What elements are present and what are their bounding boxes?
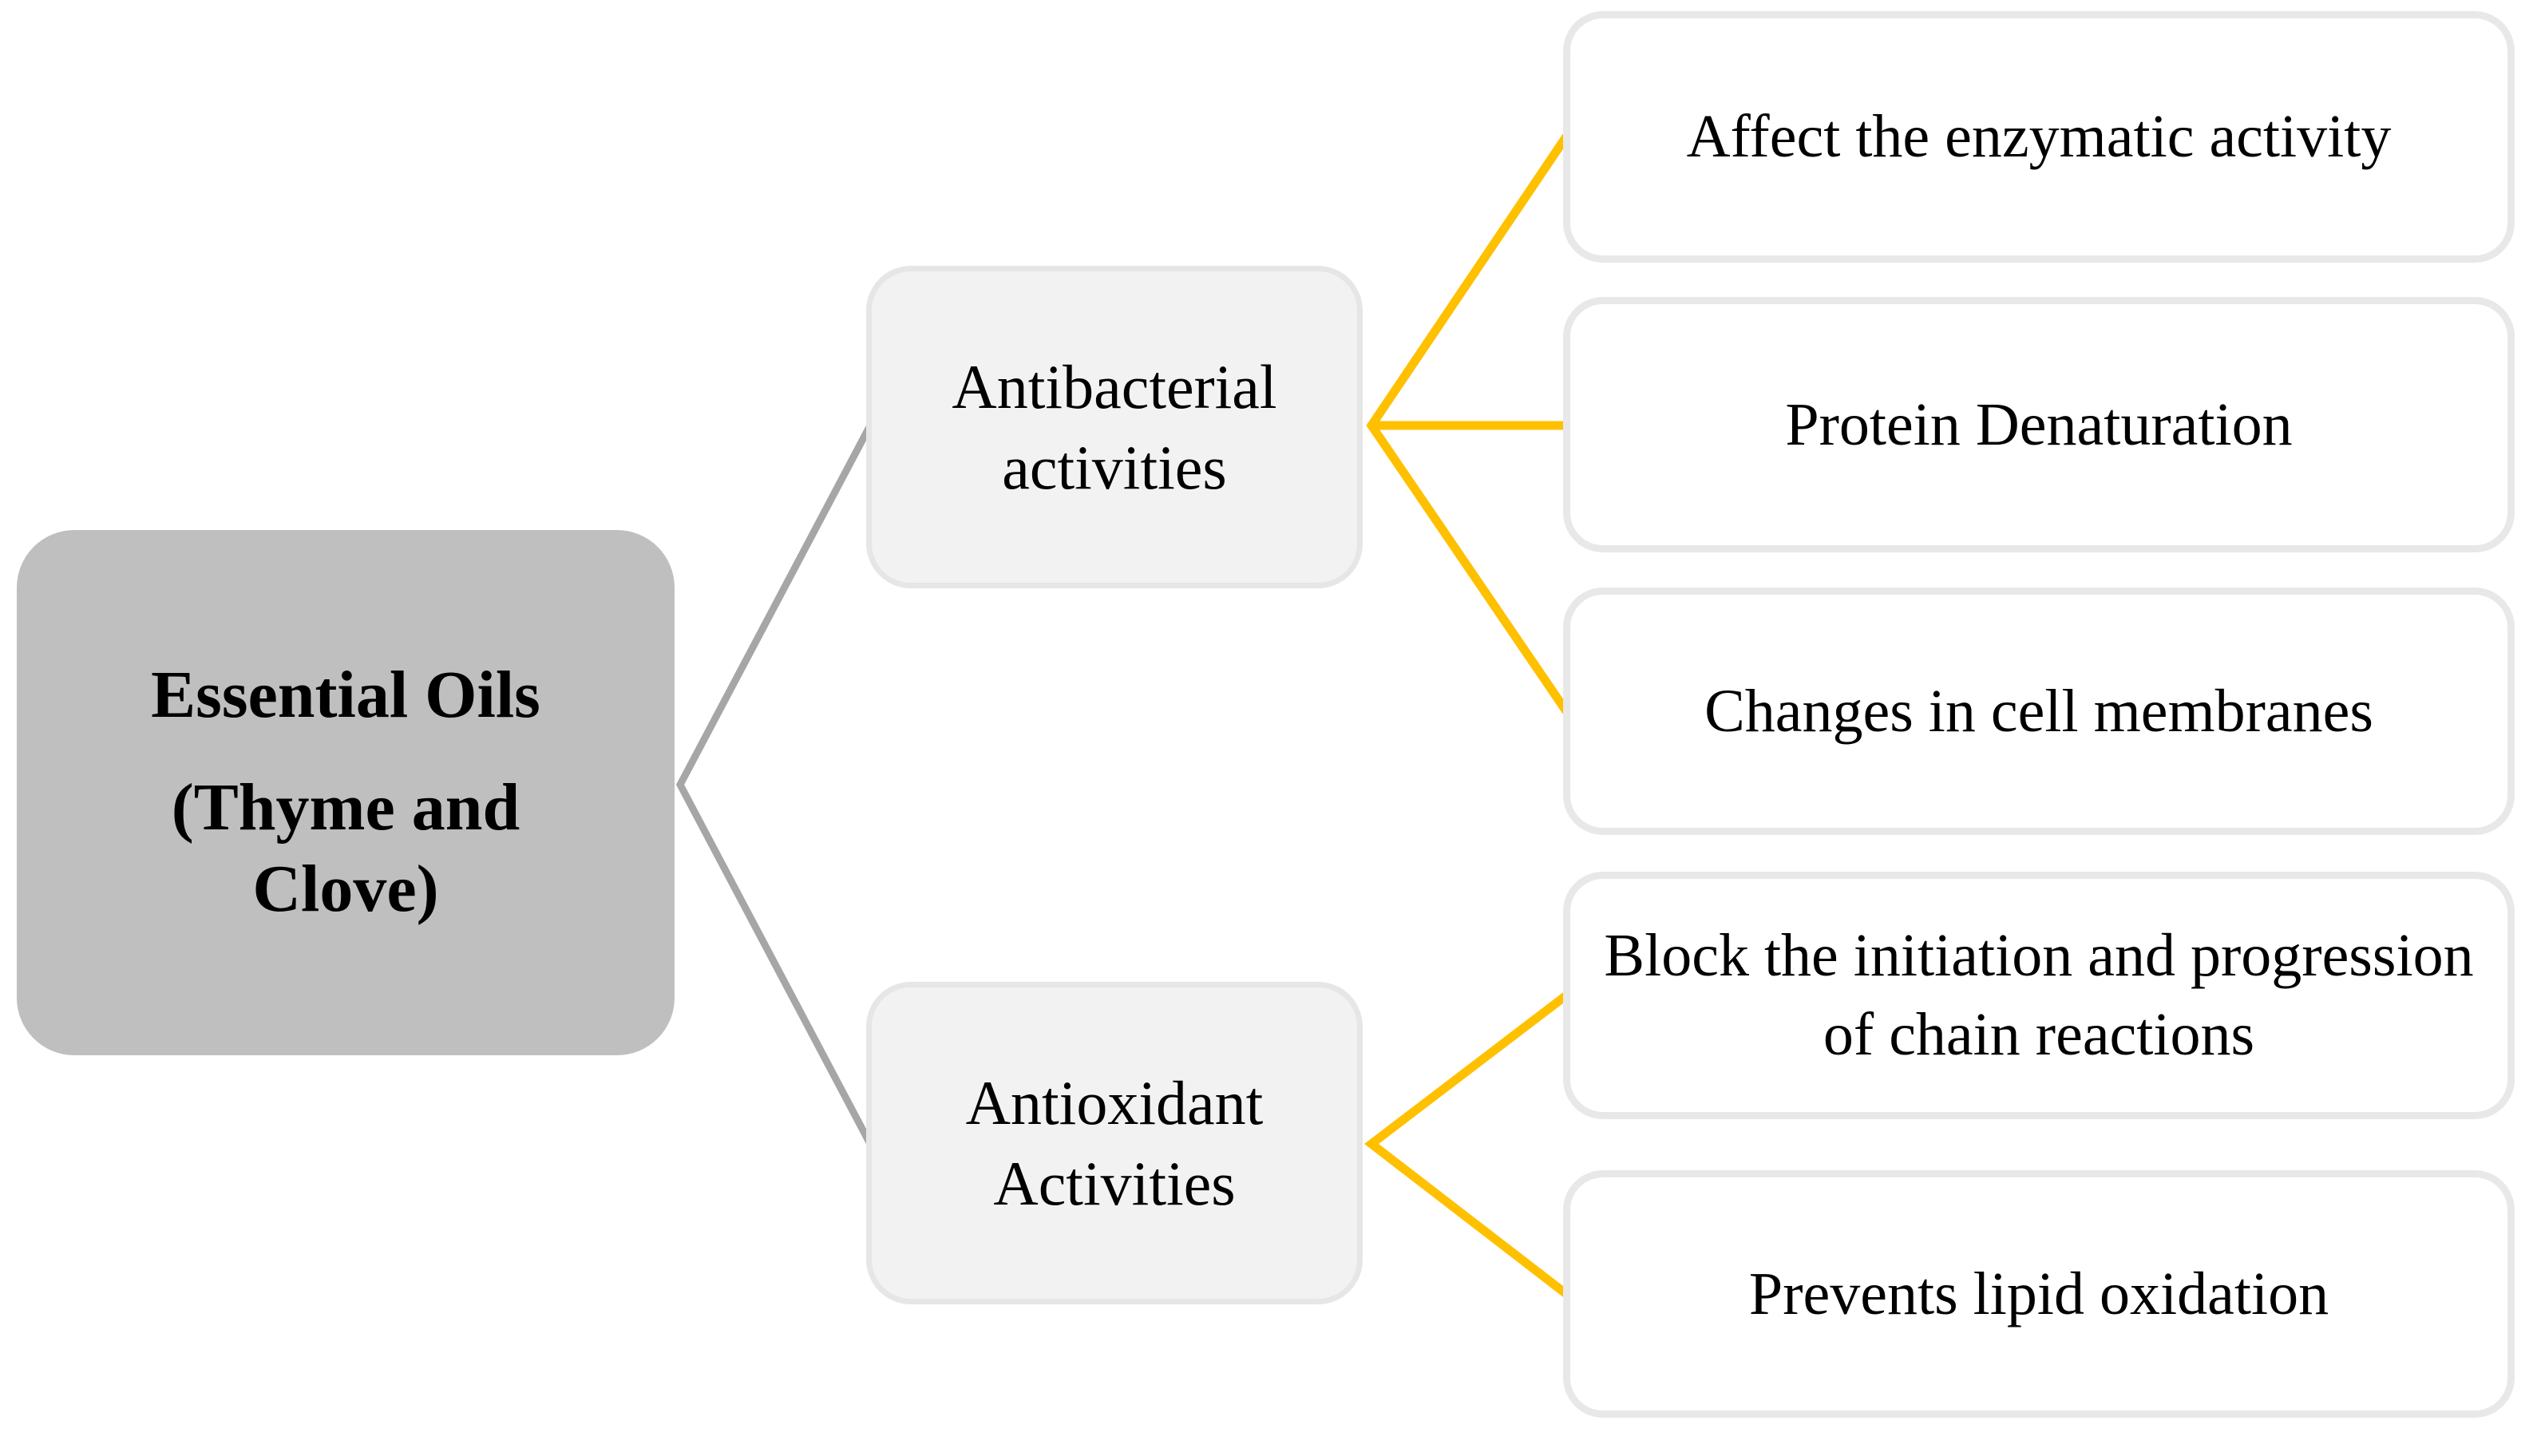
node-protein-denaturation: Protein Denaturation [1563,297,2515,552]
node-antioxidant-activities: Antioxidant Activities [866,982,1363,1304]
branch-label: Antibacterial activities [952,351,1277,502]
leaf-label: Block the initiation and progression of … [1604,922,2474,1068]
branch-label: Antioxidant Activities [965,1067,1264,1218]
node-affect-enzymatic-activity: Affect the enzymatic activity [1563,11,2515,263]
node-essential-oils: Essential Oils (Thyme and Clove) [17,530,675,1055]
leaf-label: Affect the enzymatic activity [1686,103,2392,171]
connector-root-to-branches [675,423,873,1146]
node-changes-in-cell-membranes: Changes in cell membranes [1563,588,2515,835]
root-title: Essential Oils [151,658,540,733]
connector-antioxidant-upper-lower [1363,991,1569,1298]
node-block-chain-reactions: Block the initiation and progression of … [1563,872,2515,1119]
leaf-label: Changes in cell membranes [1704,677,2373,745]
leaf-label: Protein Denaturation [1785,390,2293,458]
node-prevents-lipid-oxidation: Prevents lipid oxidation [1563,1170,2515,1418]
root-subtitle: (Thyme and Clove) [171,770,520,927]
node-antibacterial-activities: Antibacterial activities [866,266,1363,588]
leaf-label: Prevents lipid oxidation [1748,1260,2329,1327]
